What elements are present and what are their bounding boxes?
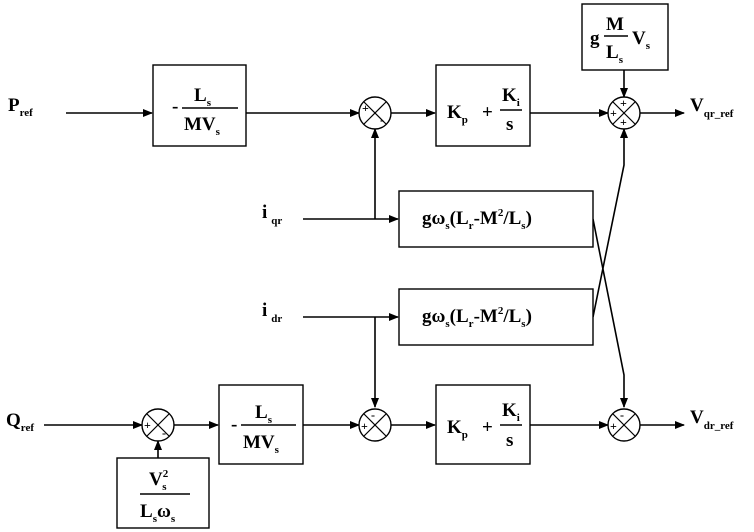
svg-text:-: - [620, 408, 624, 422]
block-pi-d: Kp + Ki s [435, 384, 531, 465]
summing-junction-id: + - [358, 408, 392, 442]
summing-junction-q: + - [141, 408, 175, 442]
wire-coupling-q-to-vd [592, 218, 628, 408]
svg-text:-: - [231, 414, 237, 435]
wire-coupling-d-to-vq [592, 128, 628, 318]
svg-text:+: + [361, 419, 368, 433]
svg-text:s: s [506, 430, 513, 451]
svg-text:Ls: Ls [606, 42, 624, 66]
svg-text:gωs(Lr-M2/Ls): gωs(Lr-M2/Ls) [422, 207, 532, 232]
svg-text:+: + [362, 101, 369, 115]
label-v-qr-ref: Vqr_ref [690, 95, 734, 120]
svg-text:gωs(Lr-M2/Ls): gωs(Lr-M2/Ls) [422, 305, 532, 330]
svg-text:V2s: V2s [149, 468, 169, 493]
svg-text:Ki: Ki [502, 85, 520, 109]
svg-text:-: - [380, 113, 384, 127]
svg-text:Vs: Vs [632, 28, 651, 52]
block-pi-q: Kp + Ki s [435, 64, 531, 147]
block-feedforward-top: g M Ls Vs [581, 3, 669, 71]
svg-text:-: - [172, 96, 178, 117]
summing-junction-vd: + - [607, 408, 641, 442]
svg-text:s: s [506, 114, 513, 135]
svg-text:Kp: Kp [447, 417, 468, 441]
svg-text:+: + [610, 419, 617, 433]
svg-text:Ki: Ki [502, 400, 520, 424]
svg-text:+: + [144, 418, 151, 432]
block-coupling-q: gωs(Lr-M2/Ls) [398, 190, 594, 248]
svg-text:M: M [606, 14, 624, 35]
svg-text:-: - [371, 408, 375, 422]
svg-text:MVs: MVs [184, 114, 221, 138]
label-p-ref: Pref [8, 95, 33, 119]
svg-text:+: + [482, 417, 493, 438]
block-gain-q: - Ls MVs [218, 384, 304, 465]
svg-text:+: + [610, 106, 617, 120]
summing-junction-p: + - [358, 96, 392, 130]
svg-text:g: g [590, 28, 600, 49]
svg-text:-: - [162, 426, 166, 440]
label-q-ref: Qref [6, 410, 34, 434]
svg-text:+: + [482, 102, 493, 123]
svg-text:+: + [620, 96, 627, 110]
svg-text:+: + [620, 115, 627, 129]
block-coupling-d: gωs(Lr-M2/Ls) [398, 288, 594, 346]
svg-text:Lsωs: Lsωs [140, 501, 176, 525]
summing-junction-vq: + + + [607, 96, 641, 130]
label-v-dr-ref: Vdr_ref [690, 407, 734, 432]
svg-text:Kp: Kp [447, 102, 468, 126]
svg-text:Ls: Ls [194, 85, 212, 109]
svg-text:MVs: MVs [243, 432, 280, 456]
svg-text:Ls: Ls [255, 402, 273, 426]
block-gain-p: - Ls MVs [152, 64, 247, 147]
